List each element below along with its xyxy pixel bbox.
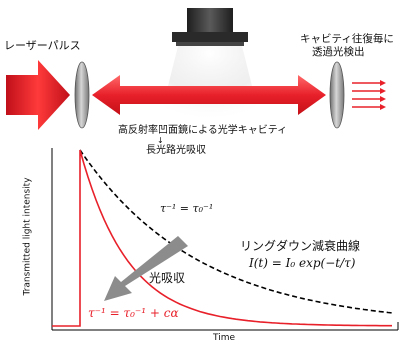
ringdown-curve-with-absorption — [52, 149, 392, 327]
absorption-label: 光吸収 — [149, 271, 186, 285]
ringdown-formula: I(t) = I₀ exp(−t/τ) — [249, 256, 356, 270]
ringdown-title: リングダウン減衰曲線 — [240, 239, 361, 253]
microscope-objective — [172, 8, 248, 46]
laser-pulse-label: レーザーパルス — [4, 39, 81, 52]
chart-x-axis-label: Time — [213, 333, 236, 343]
cavity-caption-line2: 長光路光吸収 — [146, 145, 206, 156]
left-mirror — [74, 61, 90, 129]
chart-axes — [51, 148, 399, 331]
detector-label-line1: キャビティ往復毎に — [300, 33, 394, 45]
light-cone — [160, 46, 260, 121]
tau-absorption-formula: τ⁻¹ = τ₀⁻¹ + cα — [88, 306, 179, 320]
cavity-caption-line1: 高反射率凹面鏡による光学キャビティ — [118, 125, 288, 136]
ringdown-curve-no-absorption — [79, 149, 393, 314]
laser-input-arrow — [6, 60, 70, 130]
chart-y-axis-label: Transmitted light intensity — [22, 177, 33, 296]
absorption-arrow — [104, 236, 188, 301]
transmitted-light-arrows — [352, 80, 386, 110]
cavity-caption-arrow: ↓ — [157, 136, 164, 145]
detector-label-line2: 透過光検出 — [312, 46, 365, 58]
cavity-beam-double-arrow — [92, 75, 326, 115]
right-mirror — [329, 61, 345, 129]
tau-baseline-formula: τ⁻¹ = τ₀⁻¹ — [160, 202, 214, 215]
